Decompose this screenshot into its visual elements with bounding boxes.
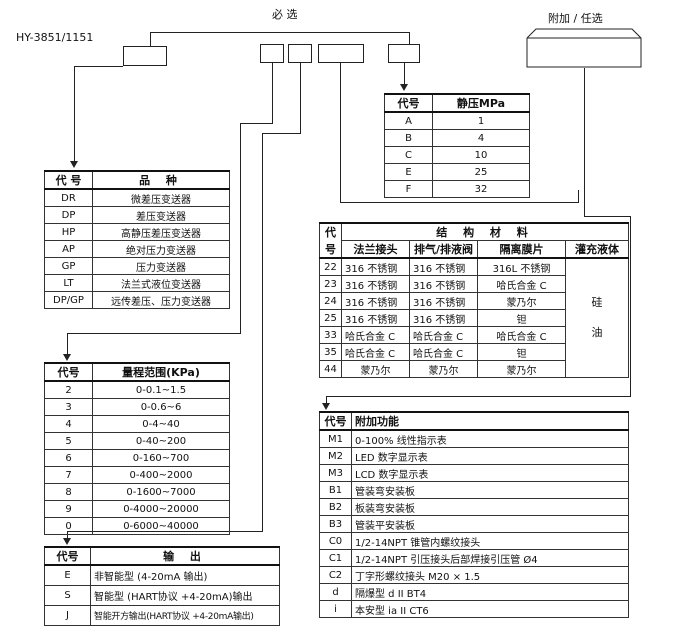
- connector-pressure: [404, 63, 405, 85]
- optional-box: [526, 28, 642, 68]
- required-label: 必 选: [272, 8, 298, 21]
- model-code: HY-3851/1151: [16, 31, 94, 44]
- header-code: 代号: [384, 93, 433, 113]
- header-code-top: 代: [319, 222, 342, 241]
- optional-label: 附加 / 任选: [548, 12, 603, 25]
- header-fill-liquid: 灌充液体: [565, 240, 629, 259]
- required-bracket-right: [409, 32, 410, 44]
- arrow-product: [70, 161, 78, 168]
- arrow-range: [63, 354, 71, 361]
- connector-range: [272, 63, 273, 123]
- header-range: 量程范围(KPa): [92, 362, 230, 382]
- header-vent-valve: 排气/排液阀: [409, 240, 478, 259]
- code-box-pressure: [388, 44, 420, 63]
- header-code: 代号: [44, 362, 93, 382]
- connector-product: [74, 66, 75, 162]
- header-flange: 法兰接头: [341, 240, 410, 259]
- header-option: 附加功能: [351, 411, 629, 431]
- code-box-material: [318, 44, 364, 63]
- fill-liquid-cell: 硅油: [565, 257, 629, 378]
- code-box-product: [123, 46, 167, 66]
- header-code-bottom: 号: [319, 240, 342, 259]
- header-diaphragm: 隔离膜片: [477, 240, 566, 259]
- code-box-output: [288, 44, 312, 63]
- required-bracket-left: [150, 32, 151, 46]
- connector-output: [300, 63, 301, 133]
- header-code: 代号: [319, 411, 352, 431]
- header-output: 输 出: [90, 546, 280, 566]
- header-code: 代 号: [44, 170, 93, 190]
- connector-optional: [584, 68, 585, 216]
- header-material-group: 结 构 材 料: [341, 222, 629, 241]
- header-pressure: 静压MPa: [432, 93, 530, 113]
- header-product: 品 种: [92, 170, 230, 190]
- header-code: 代号: [44, 546, 91, 566]
- arrow-output: [63, 538, 71, 545]
- required-bracket-top: [150, 32, 410, 33]
- connector-material: [340, 63, 341, 203]
- arrow-optional: [322, 403, 330, 410]
- arrow-pressure: [400, 84, 408, 91]
- code-box-range: [260, 44, 284, 63]
